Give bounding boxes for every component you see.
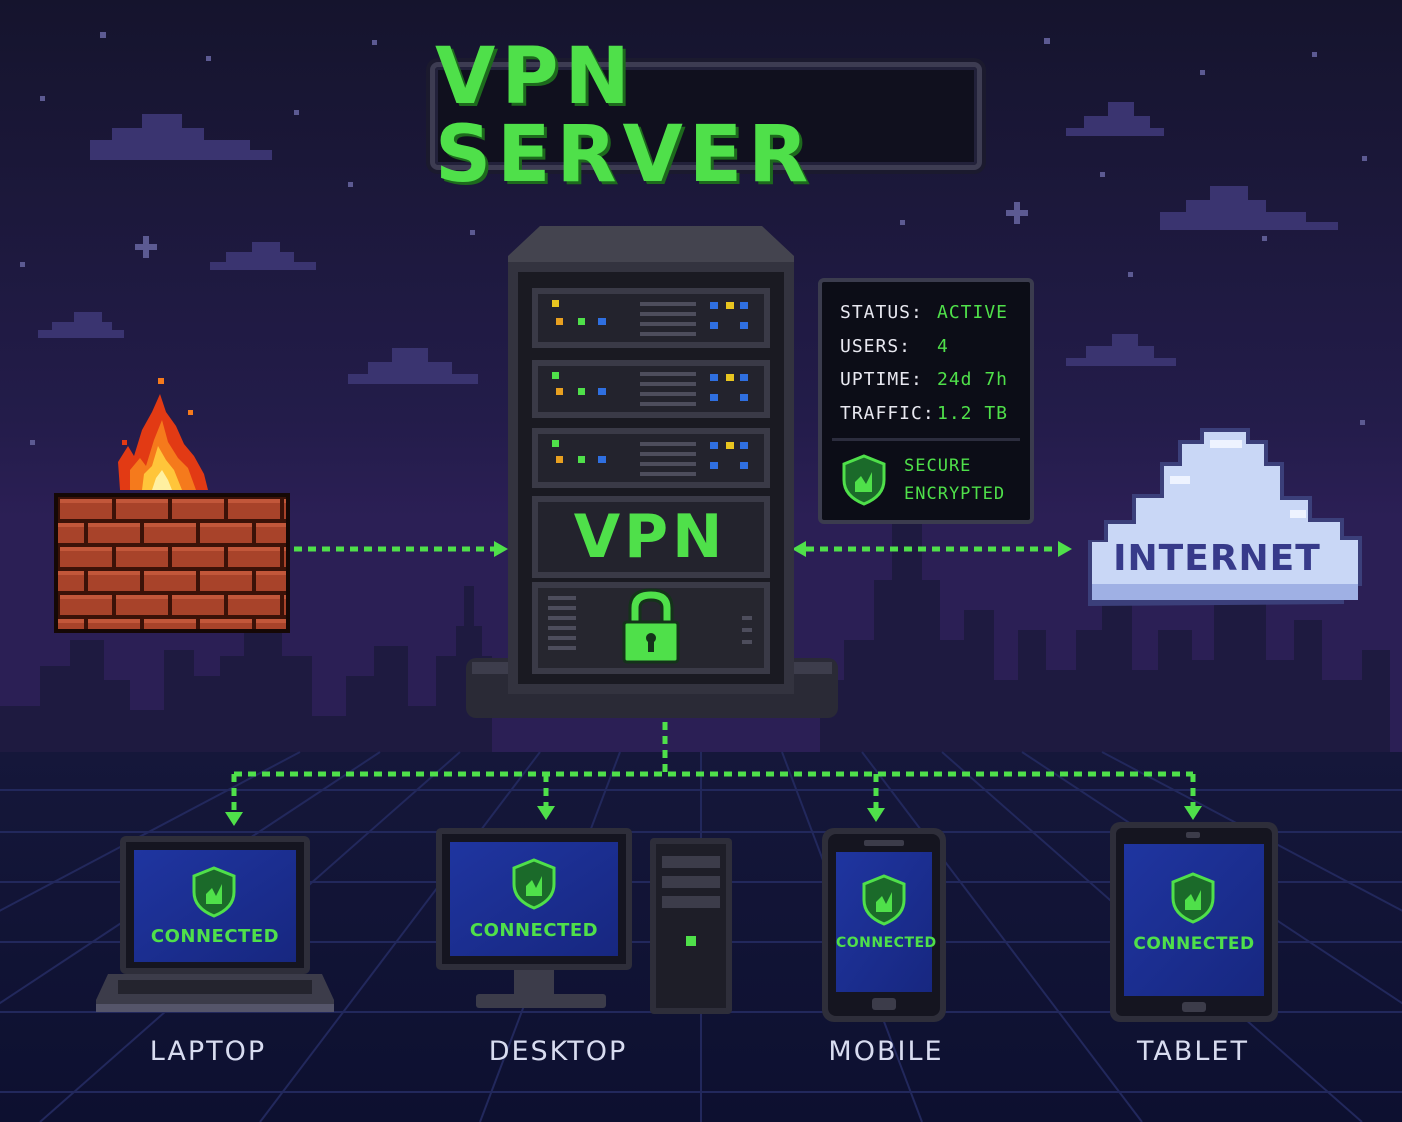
cloud-icon [1088, 428, 1362, 606]
title-banner: VPN SERVER [430, 38, 982, 194]
tablet-label: TABLET [1137, 1036, 1249, 1067]
internet-label: INTERNET [1113, 538, 1321, 579]
traffic-value: 1.2 TB [937, 402, 1009, 424]
shield-icon [862, 874, 906, 926]
shield-icon [192, 866, 236, 918]
firewall-icon [54, 378, 290, 633]
status-divider [832, 438, 1020, 441]
padlock-icon [622, 588, 680, 664]
arrow-to-laptop [225, 812, 243, 826]
rack-unit-2 [532, 360, 770, 418]
city-skyline [0, 500, 1390, 776]
status-label: STATUS: [840, 302, 923, 324]
status-panel: STATUS: ACTIVE USERS: 4 UPTIME: 24d 7h T… [818, 278, 1034, 524]
arrow-to-desktop [537, 806, 555, 820]
secure-line-2: ENCRYPTED [904, 484, 1006, 504]
shield-icon [842, 454, 886, 506]
status-row: STATUS: ACTIVE [840, 296, 1030, 330]
stars [20, 32, 1367, 445]
connectors [231, 546, 1196, 812]
shield-icon [512, 858, 556, 910]
arrow-to-internet [1058, 541, 1072, 557]
arrow-to-server-from-internet [792, 541, 806, 557]
desktop-label: DESKTOP [488, 1036, 628, 1067]
mobile-label: MOBILE [828, 1036, 944, 1067]
tablet-status: CONNECTED [1133, 934, 1255, 954]
mobile-status: CONNECTED [836, 935, 937, 951]
rack-unit-1 [532, 288, 770, 348]
rack-unit-3 [532, 428, 770, 488]
users-label: USERS: [840, 335, 912, 357]
uptime-row: UPTIME: 24d 7h [840, 363, 1030, 397]
background-clouds [38, 102, 1338, 384]
server-label: VPN [573, 502, 727, 572]
traffic-row: TRAFFIC: 1.2 TB [840, 397, 1030, 431]
users-value: 4 [937, 335, 949, 357]
page-title: VPN SERVER [435, 32, 815, 200]
shield-icon [1171, 872, 1215, 924]
users-row: USERS: 4 [840, 330, 1030, 364]
secure-indicator: SECURE ENCRYPTED [842, 452, 1005, 508]
secure-line-1: SECURE [904, 456, 972, 476]
desktop-status: CONNECTED [469, 920, 599, 941]
flame-icon [118, 378, 208, 490]
laptop-icon [96, 836, 334, 1012]
arrow-to-tablet [1184, 806, 1202, 820]
status-value: ACTIVE [937, 302, 1009, 324]
laptop-label: LAPTOP [149, 1036, 267, 1067]
uptime-label: UPTIME: [840, 369, 923, 391]
device-shields [192, 858, 1215, 926]
secure-text: SECURE ENCRYPTED [904, 452, 1005, 508]
uptime-value: 24d 7h [937, 369, 1009, 391]
traffic-label: TRAFFIC: [840, 402, 935, 424]
arrow-to-server [494, 541, 508, 557]
server-rack [466, 226, 838, 718]
rack-label-panel [532, 496, 770, 578]
arrowheads [225, 541, 1202, 826]
desktop-icon [436, 828, 732, 1014]
arrow-to-mobile [867, 808, 885, 822]
laptop-status: CONNECTED [150, 926, 280, 947]
